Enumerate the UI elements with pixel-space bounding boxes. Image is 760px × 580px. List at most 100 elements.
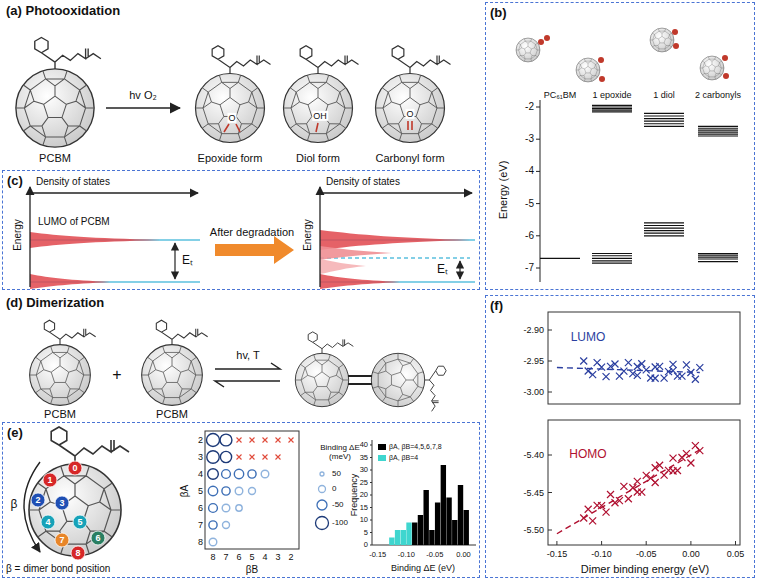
drawing-part (700, 56, 724, 80)
scatter-point (603, 373, 610, 380)
position-disk (71, 546, 85, 560)
atom-label: O (227, 113, 236, 123)
callout-number: 6 (95, 533, 100, 543)
binding-circle (235, 487, 243, 495)
tick-label: 5 (198, 486, 203, 496)
missing-mark (250, 438, 255, 443)
tick-mark (370, 457, 372, 458)
energy-level (644, 118, 684, 119)
tick-label: 6 (198, 503, 203, 513)
histogram-bar (446, 498, 451, 546)
energy-level (698, 133, 738, 134)
panel-title: (a) Photooxidation (6, 4, 120, 19)
legend-circle (316, 517, 329, 530)
energy-level (644, 225, 684, 226)
drawing-part (142, 320, 208, 405)
dos-sketch (30, 187, 475, 289)
drawing-part (371, 353, 446, 411)
histogram-bar (452, 520, 457, 545)
tick-label: 4 (262, 552, 267, 562)
energy-level (698, 130, 738, 131)
energy-level (540, 258, 580, 259)
drawing-part (295, 332, 353, 407)
text-label: Frequency (349, 474, 359, 517)
missing-mark (276, 438, 281, 443)
tick-mark (690, 541, 691, 545)
drawing-part (536, 107, 540, 268)
callout-number: 5 (77, 517, 82, 527)
text-label: PC₆₁BM (544, 90, 577, 100)
drawing-part (174, 243, 175, 279)
scatter-point (661, 375, 668, 382)
histogram-bar (406, 523, 411, 546)
molecule-drawing (16, 37, 451, 147)
drawing-part (538, 39, 544, 45)
text-label: βB (246, 564, 258, 576)
drawing-part (320, 230, 470, 250)
energy-level (592, 263, 632, 264)
histogram-bar (395, 530, 400, 545)
tick-label: -5.45 (523, 487, 544, 497)
text-label: Carbonyl form (375, 152, 444, 165)
energy-level (592, 111, 632, 112)
tick-label: 7 (223, 552, 228, 562)
energy-level (592, 253, 632, 254)
energy-level (644, 115, 684, 116)
tick-label: -5.40 (523, 450, 544, 460)
callout-number: 7 (59, 535, 64, 545)
drawing-part (30, 320, 96, 405)
scatter-point (634, 478, 641, 485)
histogram-bar (429, 530, 434, 545)
tick-label: 2 (288, 552, 293, 562)
tick-label: 7 (198, 520, 203, 530)
energy-level (644, 235, 684, 236)
scatter-point (692, 376, 699, 383)
drawing-part (31, 461, 105, 560)
reaction-arrow (106, 107, 180, 109)
tick-label: 0.00 (456, 551, 471, 560)
binding-circle (234, 469, 243, 478)
scatter-point (687, 460, 694, 467)
histogram-bar (418, 515, 423, 545)
drawing-part (320, 192, 472, 193)
tick-mark (370, 445, 372, 446)
scatter-point (585, 506, 592, 513)
tick-mark (548, 530, 552, 531)
panel-label: (e) (3, 423, 27, 442)
panel-label: (c) (3, 171, 27, 190)
binding-circle (209, 521, 217, 529)
scatter-point (620, 368, 627, 375)
text-label: After degradation (210, 226, 294, 239)
histogram-bar (401, 530, 406, 545)
text-label: Density of states (326, 176, 400, 188)
scatter-point (589, 371, 596, 378)
text-label: Eₜ (437, 263, 448, 277)
missing-mark (276, 455, 281, 460)
position-disk (73, 515, 87, 529)
energy-level (644, 121, 684, 122)
callout-number: 0 (72, 463, 77, 473)
panel-label: (f) (486, 296, 507, 315)
scatter-point (652, 464, 659, 471)
scatter-point (670, 455, 677, 462)
energy-level (698, 135, 738, 136)
energy-level (698, 126, 738, 127)
binding-circle (261, 470, 269, 478)
atom-label: O (405, 109, 414, 119)
legend-text: βA, βB=4,5,6,7,8 (389, 443, 442, 451)
scatter-point (620, 483, 627, 490)
scatter-point (611, 360, 618, 367)
callout-number: 8 (75, 548, 80, 558)
position-disk (55, 533, 69, 547)
scatter-point (625, 495, 632, 502)
energy-level (592, 110, 632, 111)
binding-circle (223, 522, 230, 529)
energy-level (644, 113, 684, 114)
tick-label: -3.00 (523, 387, 544, 397)
tick-label: 25 (360, 478, 368, 487)
legend-text: 0 (332, 484, 336, 493)
callout-number: 2 (35, 495, 40, 505)
drawing-part (372, 440, 476, 545)
tick-label: -0.15 (547, 549, 568, 559)
scatter-point (696, 364, 703, 371)
